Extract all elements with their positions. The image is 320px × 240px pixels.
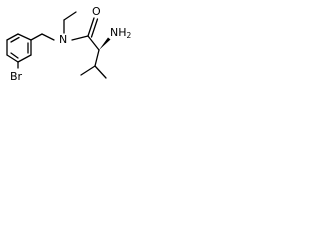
benzene-ring xyxy=(6,33,32,63)
ch2-n-bond xyxy=(41,33,55,41)
carbonyl-alpha-bond xyxy=(87,35,100,51)
nitrogen-label: N xyxy=(59,33,67,46)
n-carbonyl-bond xyxy=(71,35,89,41)
ring-ch2-bond xyxy=(30,33,43,41)
ring-bond xyxy=(17,33,32,41)
ring-bond xyxy=(6,33,19,41)
carbonyl-double-bond xyxy=(90,18,99,38)
molecule-structure: O N Br NH2 xyxy=(6,5,132,83)
amine-label: NH2 xyxy=(110,26,132,40)
alpha-ch-bond xyxy=(94,49,100,67)
wedge-bond xyxy=(99,37,111,50)
ring-double-bond xyxy=(10,36,20,43)
methyl-bond xyxy=(94,65,107,79)
methyl-bond xyxy=(80,65,96,76)
ring-double-bond xyxy=(10,52,19,59)
bromine-label: Br xyxy=(10,70,23,83)
amine-element: NH xyxy=(110,26,127,39)
ring-bond xyxy=(6,54,19,63)
amine-subscript: 2 xyxy=(127,31,132,40)
ring-bond xyxy=(17,54,32,63)
ethyl-bond xyxy=(63,11,77,21)
carbonyl-double-bond xyxy=(87,17,95,37)
oxygen-label: O xyxy=(92,5,101,18)
